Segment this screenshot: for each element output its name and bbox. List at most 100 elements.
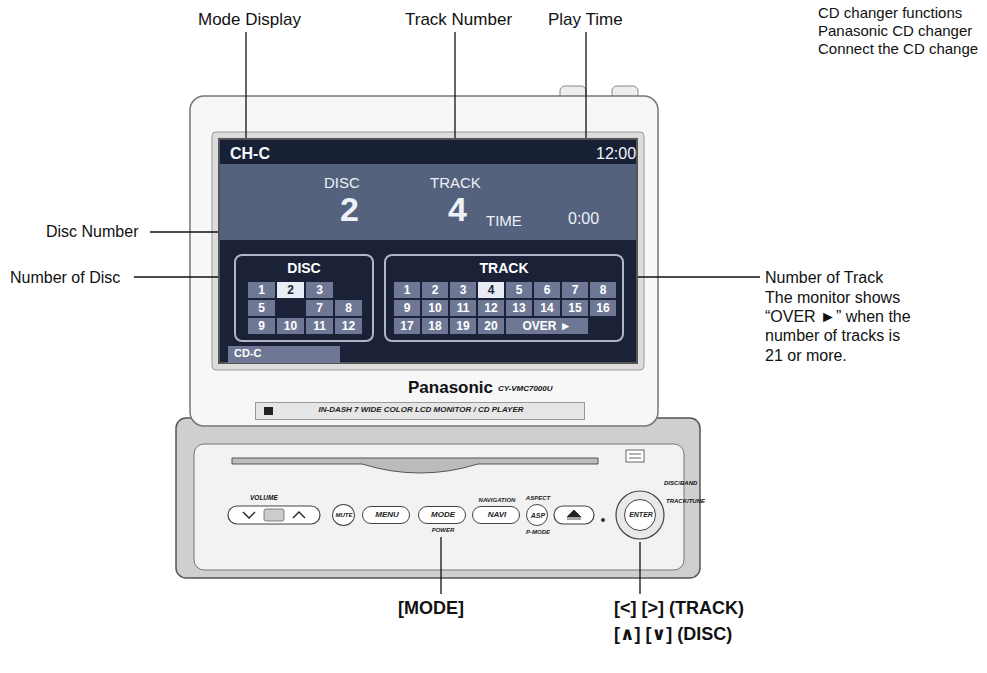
track-cell: 2	[422, 282, 448, 298]
track-cell: 6	[534, 282, 560, 298]
callout-note: The monitor shows “OVER ►” when the numb…	[765, 288, 919, 365]
leader-line	[440, 537, 441, 594]
button-label: POWER	[432, 527, 455, 533]
callout-label: Track Number	[405, 10, 512, 30]
disc-slot	[232, 458, 598, 473]
menu-button: MENU	[362, 506, 410, 524]
source-status-bar: CD-C	[228, 346, 340, 363]
leader-line	[245, 32, 246, 141]
lcd-screen: DISC1235789101112TRACK123456789101112131…	[218, 138, 638, 364]
mute-button: MUTE	[332, 504, 355, 526]
button-label: NAVIGATION	[479, 497, 516, 503]
disc-cell: 8	[335, 300, 362, 316]
brand-logo: Panasonic	[408, 378, 493, 398]
track-cell: OVER ►	[506, 318, 588, 334]
source-readout: CD-C	[234, 347, 262, 360]
button-label: P-MODE	[526, 529, 550, 535]
mode-button: MODEPOWER	[418, 506, 466, 524]
screen-readout: CH-C	[230, 145, 270, 163]
asp-button: ASPECTASPP-MODE	[526, 504, 548, 526]
leader-line	[639, 542, 640, 594]
disc-cell: 2	[277, 282, 304, 298]
slot-label-plate: IN-DASH 7 WIDE COLOR LCD MONITOR / CD PL…	[255, 402, 585, 420]
button-label: ASP	[531, 512, 545, 519]
control-panel	[194, 444, 684, 570]
cd-logo	[626, 450, 644, 462]
button-label: ENTER	[629, 511, 653, 518]
panel-title: TRACK	[386, 260, 622, 276]
disc-cell: 11	[306, 318, 333, 334]
eject-button	[554, 506, 594, 524]
slot-indicator	[264, 407, 273, 415]
volume-down-symbol	[243, 512, 255, 518]
screen-readout: 2	[340, 190, 359, 229]
eject-symbol	[567, 510, 581, 519]
button-callout: [MODE]	[398, 598, 464, 620]
screen-readout: 4	[448, 190, 467, 229]
track-cell: 18	[422, 318, 448, 334]
control-label: TRACK/TUNE	[666, 498, 705, 505]
track-cell: 4	[478, 282, 504, 298]
indicator-dot	[601, 518, 605, 522]
screen-readout: TIME	[486, 212, 522, 229]
monitor-housing	[190, 96, 658, 426]
disc-cell: 9	[248, 318, 275, 334]
track-cell: 20	[478, 318, 504, 334]
button-label: MENU	[375, 511, 399, 519]
disc-cell: 3	[306, 282, 333, 298]
control-label: VOLUME	[250, 494, 278, 502]
panel-title: DISC	[236, 260, 372, 276]
track-cell: 17	[394, 318, 420, 334]
enter-button: ENTER	[624, 499, 656, 531]
track-cell: 13	[506, 300, 532, 316]
disc-cell: 10	[277, 318, 304, 334]
volume-rocker	[264, 509, 284, 521]
track-cell: 11	[450, 300, 476, 316]
screen-readout: 12:00	[596, 145, 636, 163]
track-cell: 8	[590, 282, 616, 298]
button-label: IN-DASH 7 WIDE COLOR LCD MONITOR / CD PL…	[318, 406, 523, 414]
disc-cell: 12	[335, 318, 362, 334]
disc-cell: 1	[248, 282, 275, 298]
navi-button: NAVIGATIONNAVI	[472, 506, 520, 524]
track-cell: 3	[450, 282, 476, 298]
note-text: CD changer functions	[818, 4, 962, 22]
track-cell: 16	[590, 300, 616, 316]
track-cell: 7	[562, 282, 588, 298]
track-cell: 12	[478, 300, 504, 316]
button-label: MODE	[431, 511, 455, 519]
note-text: Panasonic CD changer	[818, 22, 972, 40]
disc-cell: 7	[306, 300, 333, 316]
disc-cell: 5	[248, 300, 275, 316]
track-list-panel: TRACK1234567891011121314151617181920OVER…	[384, 254, 624, 342]
cd-logo	[629, 454, 641, 458]
volume-rocker	[228, 506, 320, 524]
button-label: MUTE	[336, 512, 353, 518]
screen-readout: TRACK	[430, 174, 481, 191]
track-cell: 5	[506, 282, 532, 298]
button-label: NAVI	[488, 511, 507, 519]
callout-label: Disc Number	[46, 222, 138, 241]
disc-list-panel: DISC1235789101112	[234, 254, 374, 342]
button-callout: [<] [>] (TRACK)	[614, 598, 744, 620]
dash-frame	[176, 418, 700, 578]
callout-label: Play Time	[548, 10, 623, 30]
note-text: Connect the CD change	[818, 40, 978, 58]
screen-readout: 0:00	[568, 210, 599, 228]
screen-bezel	[212, 132, 644, 370]
joystick-ring	[616, 491, 664, 539]
track-cell: 9	[394, 300, 420, 316]
track-cell: 10	[422, 300, 448, 316]
button-callout: [∧] [∨] (DISC)	[614, 624, 732, 646]
track-cell: 19	[450, 318, 476, 334]
track-cell: 1	[394, 282, 420, 298]
callout-label: Number of Track	[765, 268, 883, 287]
volume-up-symbol	[293, 512, 305, 518]
model-number: CY-VMC7000U	[498, 384, 553, 394]
screen-readout: DISC	[324, 174, 360, 191]
callout-label: Mode Display	[198, 10, 301, 30]
track-cell: 15	[562, 300, 588, 316]
control-label: DISC/BAND	[664, 480, 697, 487]
